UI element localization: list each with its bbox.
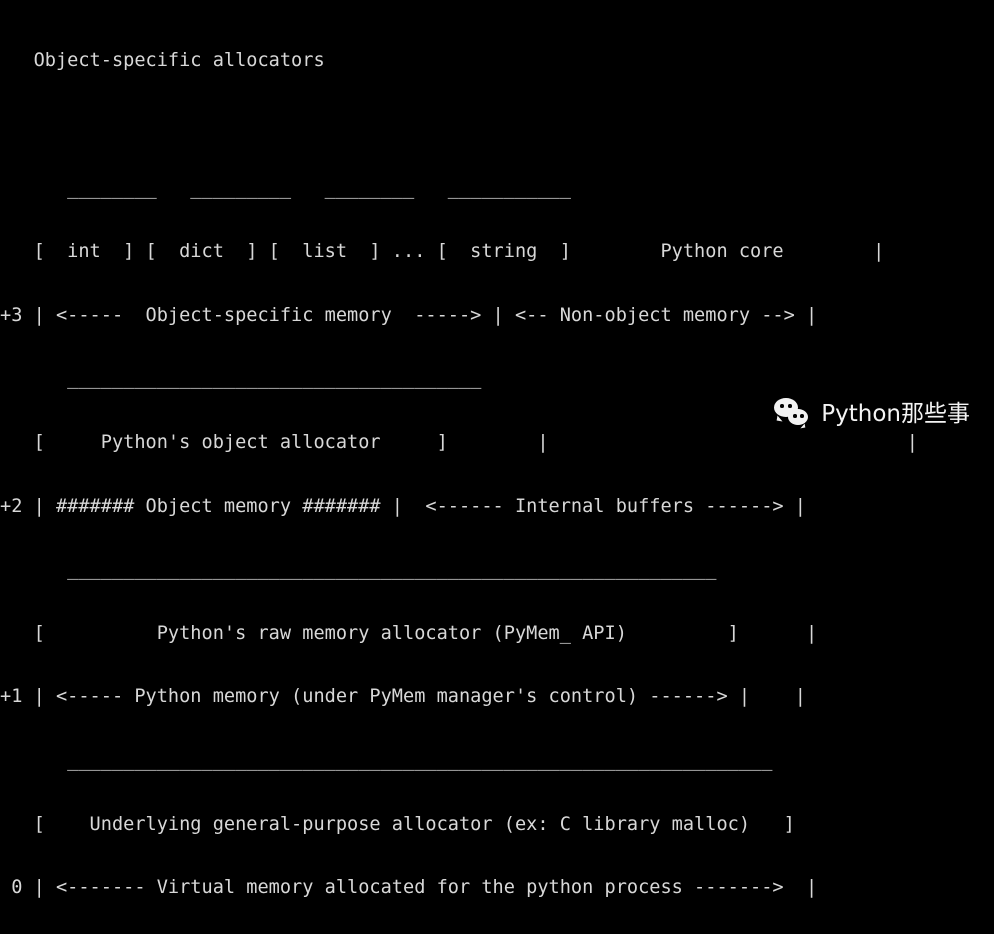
diagram-line-plus3-arrows: +3 | <----- Object-specific memory -----… xyxy=(0,304,818,326)
diagram-line-rule-b: _____________________________________ xyxy=(0,368,482,390)
diagram-line-rule-d: ________________________________________… xyxy=(0,749,773,771)
diagram-line-zero-arrows: 0 | <------- Virtual memory allocated fo… xyxy=(0,877,818,899)
diagram-line-plus3-boxes: [ int ] [ dict ] [ list ] ... [ string ]… xyxy=(0,241,885,263)
diagram-line-rule-a: ________ _________ ________ ___________ xyxy=(0,177,571,199)
diagram-line-plus1-boxes: [ Python's raw memory allocator (PyMem_ … xyxy=(0,622,818,644)
diagram-line-plus2-arrows: +2 | ####### Object memory ####### | <--… xyxy=(0,495,806,517)
diagram-line-rule-c: ________________________________________… xyxy=(0,559,717,581)
diagram-line-plus2-boxes: [ Python's object allocator ] | | xyxy=(0,431,918,453)
ascii-diagram-terminal: Object-specific allocators ________ ____… xyxy=(0,50,994,899)
diagram-line-zero-boxes: [ Underlying general-purpose allocator (… xyxy=(0,813,795,835)
diagram-line-plus1-arrows: +1 | <----- Python memory (under PyMem m… xyxy=(0,686,806,708)
diagram-line-title: Object-specific allocators xyxy=(0,50,325,72)
diagram-line-blank-1 xyxy=(0,114,994,135)
